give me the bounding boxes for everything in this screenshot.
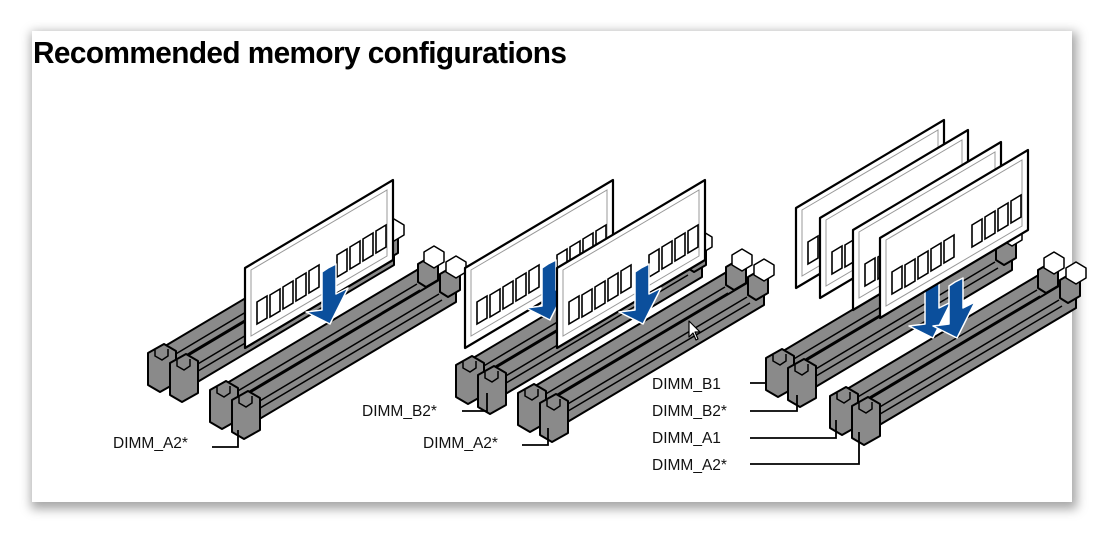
page-title: Recommended memory configurations	[33, 35, 567, 70]
label-dimm-a1: DIMM_A1	[652, 430, 721, 447]
label-dimm-b1: DIMM_B1	[652, 376, 721, 393]
leader-line	[750, 432, 860, 465]
config-one-module: DIMM_A2*	[113, 178, 467, 452]
label-dimm-a2: DIMM_A2*	[423, 435, 498, 452]
config-two-modules: DIMM_B2* DIMM_A2*	[362, 178, 775, 452]
mouse-pointer-icon	[688, 320, 701, 341]
leader-line	[462, 393, 488, 412]
leader-line	[750, 420, 837, 439]
leader-line	[522, 428, 549, 446]
leader-line	[750, 395, 798, 412]
label-dimm-a2: DIMM_A2*	[652, 457, 727, 474]
config-four-modules: DIMM_B1 DIMM_B2* DIMM_A1 DIMM_A2*	[652, 118, 1087, 474]
label-dimm-a2: DIMM_A2*	[113, 435, 188, 452]
label-dimm-b2: DIMM_B2*	[652, 403, 727, 420]
label-dimm-b2: DIMM_B2*	[362, 403, 437, 420]
leader-line	[212, 430, 239, 448]
